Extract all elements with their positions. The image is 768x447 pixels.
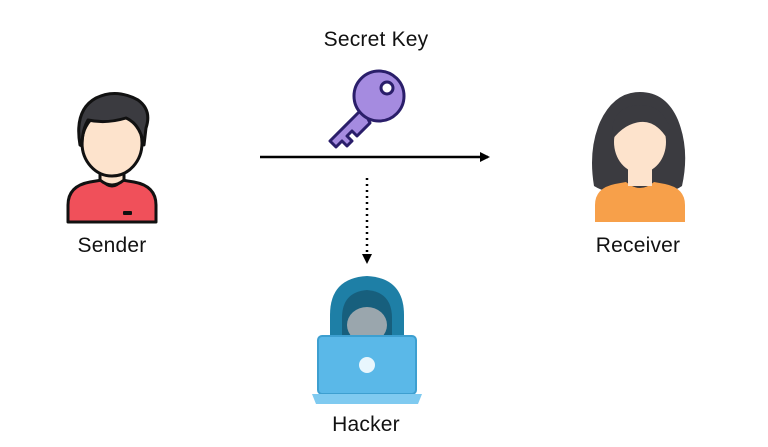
receiver-icon — [592, 92, 686, 222]
hacker-label: Hacker — [332, 413, 400, 436]
sender-icon — [66, 92, 158, 224]
secret-key-label: Secret Key — [323, 28, 429, 51]
hacker-icon — [312, 276, 422, 404]
sender-label: Sender — [77, 234, 147, 257]
receiver-label: Receiver — [595, 234, 681, 257]
key-icon — [328, 69, 406, 149]
